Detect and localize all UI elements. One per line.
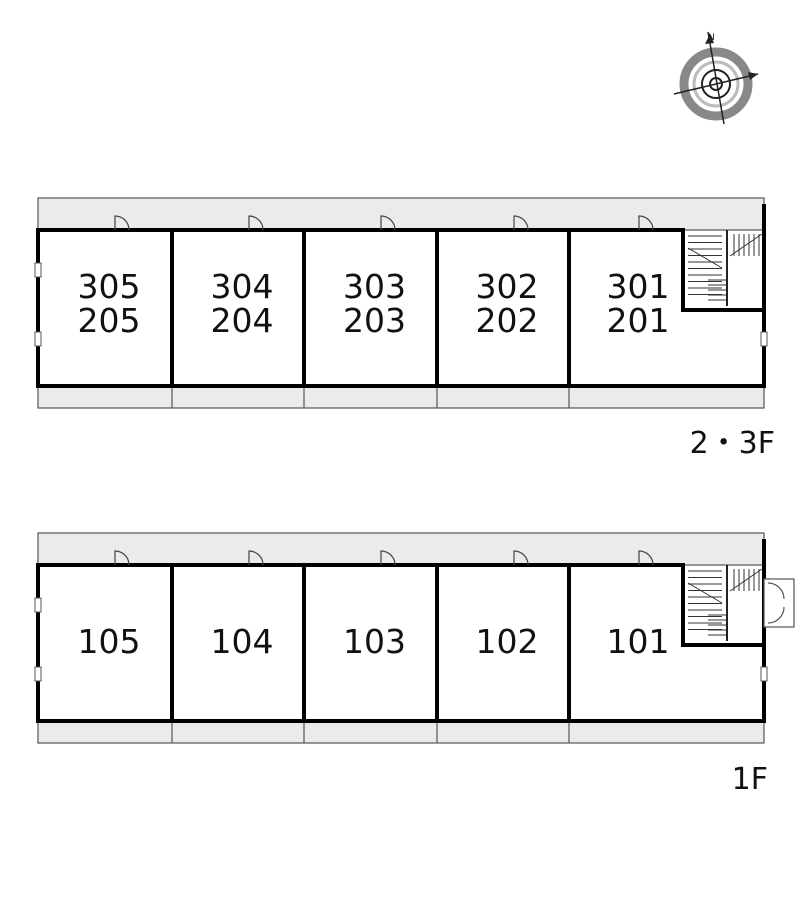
door-icon — [638, 550, 654, 566]
entrance-door — [763, 578, 795, 628]
door-icon — [248, 550, 264, 566]
unit-number: 201 — [607, 301, 670, 340]
floor-label-upper: 2・3F — [690, 426, 775, 461]
compass-rose-icon: N — [673, 31, 759, 125]
unit-number: 101 — [607, 622, 670, 661]
door-icon — [513, 215, 529, 231]
unit-101: 101 — [607, 550, 670, 661]
unit-number: 205 — [78, 301, 141, 340]
unit-104: 104 — [211, 550, 274, 661]
unit-102: 102 — [476, 550, 539, 661]
unit-number: 303 — [343, 267, 406, 306]
unit-105: 105 — [78, 550, 141, 661]
door-icon — [114, 550, 130, 566]
unit-number: 103 — [343, 622, 406, 661]
floor-ground: 105 104 103 102 101 — [34, 532, 795, 744]
balcony — [37, 720, 765, 744]
door-icon — [638, 215, 654, 231]
compass-north-label: N — [708, 33, 715, 43]
unit-number: 202 — [476, 301, 539, 340]
unit-number: 304 — [211, 267, 274, 306]
unit-number: 102 — [476, 622, 539, 661]
unit-number: 301 — [607, 267, 670, 306]
floor-label-ground: 1F — [732, 762, 768, 797]
corridor — [37, 197, 765, 231]
unit-number: 203 — [343, 301, 406, 340]
unit-number: 204 — [211, 301, 274, 340]
corridor — [37, 532, 765, 566]
door-icon — [114, 215, 130, 231]
door-icon — [248, 215, 264, 231]
balcony — [37, 385, 765, 409]
unit-number: 302 — [476, 267, 539, 306]
unit-number: 104 — [211, 622, 274, 661]
unit-number: 105 — [78, 622, 141, 661]
unit-103: 103 — [343, 550, 406, 661]
door-icon — [380, 550, 396, 566]
door-icon — [513, 550, 529, 566]
unit-number: 305 — [78, 267, 141, 306]
door-icon — [380, 215, 396, 231]
